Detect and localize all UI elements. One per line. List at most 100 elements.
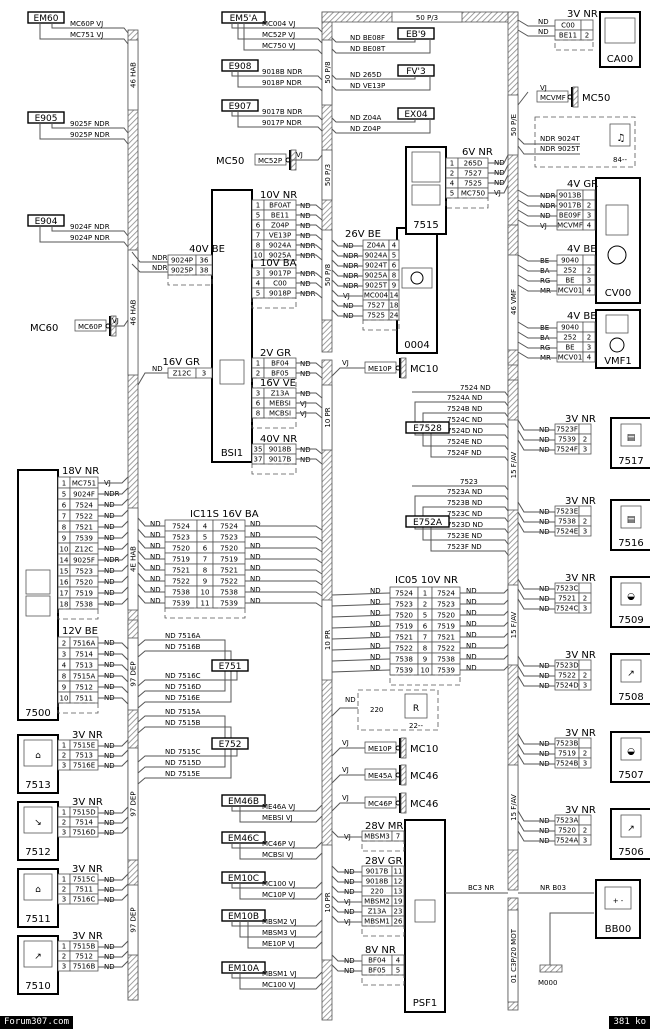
wire	[517, 137, 580, 145]
cv00-bottom-cell	[582, 254, 596, 266]
bus-label-box	[321, 599, 333, 681]
wire	[137, 726, 232, 743]
bsi-40nr-value: 37	[254, 456, 263, 464]
splice-e752a	[405, 515, 450, 528]
splice-em10b	[221, 909, 266, 922]
wire-color: ND	[370, 642, 381, 650]
wire	[98, 759, 129, 767]
module-7500-18v-value: 14	[60, 557, 69, 565]
wire	[517, 820, 555, 832]
sensor-7509-cell	[578, 582, 592, 594]
wire-color: ND	[466, 631, 477, 639]
cv00-bottom-value: MCV01	[558, 287, 583, 295]
component-label: 7510	[25, 981, 50, 992]
splice-wire	[331, 76, 431, 91]
dashed-slot	[164, 607, 246, 619]
ic05-value: 7538	[395, 656, 413, 664]
wire	[296, 214, 323, 221]
psf1-28gr-value: 26	[394, 918, 403, 926]
ic11s-value: 6	[203, 545, 208, 553]
bus-label-box	[507, 94, 519, 156]
wire-label: 7523F ND	[447, 543, 482, 551]
cluster-0004-value: 4	[392, 242, 397, 250]
sensor-7508-cell	[578, 679, 592, 691]
wire-label: MEBSI VJ	[262, 814, 293, 822]
cv00-bottom-value: 2	[587, 267, 591, 275]
ground-mc50b: MC50	[582, 93, 610, 104]
wire-color: ND	[250, 553, 261, 561]
sensor-7507-value: 7519	[558, 750, 576, 758]
module-7500-12v-value: 2	[62, 640, 66, 648]
cv00-bottom-value: BE	[565, 277, 574, 285]
switch-7515-value: 5	[450, 190, 454, 198]
wire-color: ND	[150, 531, 161, 539]
sensor-7510-value: 2	[62, 953, 66, 961]
wire	[517, 655, 555, 667]
sensor-7513-value: 7515E	[73, 742, 95, 750]
psf1-28gr-value: 23	[394, 908, 403, 916]
wire	[331, 367, 365, 377]
module-7517-glyph: ▤	[627, 433, 636, 443]
wire-label: ME46A VJ	[262, 803, 295, 811]
switch-7515-value: 7525	[464, 180, 482, 188]
wire	[131, 251, 168, 263]
component-label: 7513	[25, 780, 50, 791]
wire-label: MC46P VJ	[262, 840, 295, 848]
wire-label: 7524F ND	[447, 449, 482, 457]
cluster-0004	[396, 227, 438, 354]
wire	[331, 299, 363, 307]
bsi-10nr-value: BE11	[271, 212, 289, 220]
wire	[98, 642, 129, 650]
wire	[331, 239, 363, 247]
wire-label: VJ	[540, 84, 547, 92]
sensor-7513-icon	[23, 739, 53, 767]
connector-title: 3V NR	[565, 573, 596, 584]
module-7516-value: 7524E	[556, 528, 578, 536]
wire	[517, 264, 557, 272]
sensor-7507-value: 7523B	[556, 740, 579, 748]
module-7500-18v-value: 7538	[75, 601, 93, 609]
wire	[98, 597, 129, 605]
module-7500-18v-value: 10	[60, 546, 69, 554]
plug-icon	[609, 337, 625, 353]
bsi-16ve-value: MCBSI	[269, 410, 291, 418]
sensor-glyph: ⌂	[35, 751, 41, 761]
dashed-slot	[251, 463, 297, 475]
wire	[517, 578, 555, 590]
wire	[245, 569, 323, 575]
ic11s-value: 7520	[220, 545, 238, 553]
wire-color: ND	[370, 653, 381, 661]
wire	[137, 572, 165, 582]
bsi-10nr-value: Z04P	[271, 222, 289, 230]
component-label: 7511	[25, 914, 50, 925]
ic05-value: 7521	[437, 634, 455, 642]
splice-wire	[231, 111, 323, 121]
splice-id: EX04	[404, 110, 428, 120]
wire-color: ND	[370, 631, 381, 639]
connector-title: 40V BE	[189, 244, 225, 255]
splice-em60	[27, 11, 65, 24]
ic11s-value: 7523	[220, 534, 238, 542]
wire	[422, 506, 509, 516]
wire	[460, 665, 509, 671]
wire	[98, 586, 129, 594]
cluster-0004-value: 18	[390, 302, 399, 310]
bus-label: 50 P/8	[324, 264, 332, 286]
sensor-7506-value: 3	[583, 837, 587, 845]
wire-label: MC10P VJ	[262, 891, 295, 899]
wire	[331, 289, 363, 297]
wire	[488, 184, 509, 194]
wire	[331, 249, 363, 257]
gauge-icon	[401, 267, 433, 289]
wire	[517, 743, 555, 755]
wire-color: ND	[538, 18, 549, 26]
music-icon	[609, 123, 631, 147]
ic05-value: 7520	[395, 612, 413, 620]
wire-label: 7524B ND	[447, 405, 482, 413]
wire-color: ND	[150, 542, 161, 550]
wire-label: ND Z04A	[350, 114, 382, 122]
wire	[98, 476, 129, 484]
cluster-0004-value: Z04A	[367, 242, 386, 250]
module-7500-18v-value: 7521	[75, 524, 93, 532]
